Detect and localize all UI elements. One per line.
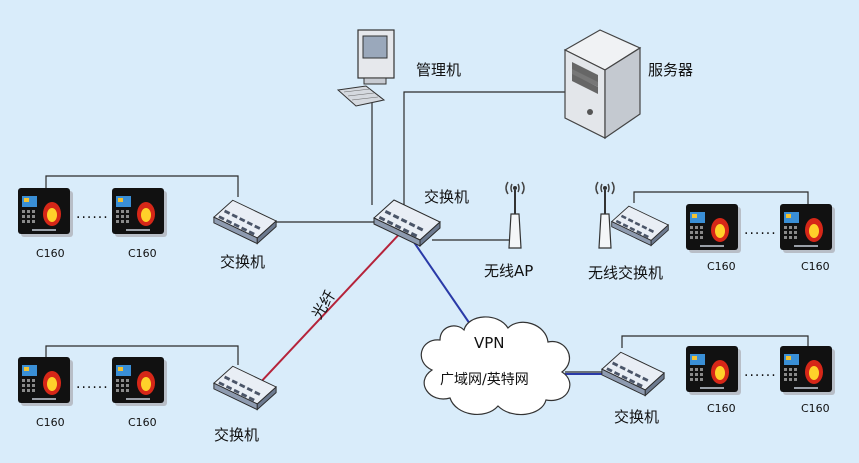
left-top-switch-label: 交换机 [220, 253, 265, 271]
right-bottom-switch-label: 交换机 [614, 408, 659, 426]
link-rb-devices [621, 335, 809, 348]
left-top-device-1-icon [18, 188, 73, 237]
wireless-switch-label: 无线交换机 [588, 264, 663, 282]
left-bottom-device-2-label: C160 [128, 416, 157, 429]
wireless-device-1-icon [686, 204, 741, 253]
connection-lines [45, 91, 809, 373]
right-bottom-device-1-label: C160 [707, 402, 736, 415]
right-bottom-ellipsis: ...... [744, 364, 777, 380]
left-bottom-switch-label: 交换机 [214, 426, 259, 444]
wireless-ellipsis: ...... [744, 222, 777, 238]
left-bottom-ellipsis: ...... [76, 376, 109, 392]
link-core-server [403, 91, 568, 210]
link-lt-devices [45, 175, 239, 197]
left-top-switch-icon [213, 199, 277, 245]
left-bottom-device-2-icon [112, 357, 167, 406]
wireless-device-1-label: C160 [707, 260, 736, 273]
server-icon [563, 29, 642, 140]
right-bottom-device-2-label: C160 [801, 402, 830, 415]
core-switch-icon [373, 199, 441, 247]
cloud-icon [420, 316, 571, 416]
server-label: 服务器 [648, 61, 693, 79]
vpn-link [406, 231, 471, 325]
wireless-switch-antenna-icon [595, 181, 615, 249]
left-top-device-2-icon [112, 188, 167, 237]
left-top-device-1-label: C160 [36, 247, 65, 260]
wireless-switch-icon [611, 205, 669, 247]
wireless-ap-antenna-icon [505, 181, 525, 249]
right-bottom-device-1-icon [686, 346, 741, 395]
wireless-device-2-icon [780, 204, 835, 253]
left-top-device-2-label: C160 [128, 247, 157, 260]
manager-computer-icon [336, 29, 395, 107]
left-bottom-device-1-label: C160 [36, 416, 65, 429]
link-lb-devices [45, 345, 239, 365]
left-bottom-device-1-icon [18, 357, 73, 406]
left-bottom-switch-icon [213, 365, 277, 411]
left-top-ellipsis: ...... [76, 206, 109, 222]
vpn-label: VPN [474, 334, 505, 352]
right-bottom-device-2-icon [780, 346, 835, 395]
core-switch-label: 交换机 [424, 188, 469, 206]
right-bottom-switch-icon [601, 351, 665, 397]
link-wireless-devices [633, 191, 809, 205]
fiber-link [257, 227, 406, 386]
wireless-device-2-label: C160 [801, 260, 830, 273]
wireless-ap-label: 无线AP [484, 262, 533, 280]
manager-label: 管理机 [416, 61, 461, 79]
wan-label: 广域网/英特网 [440, 371, 529, 388]
